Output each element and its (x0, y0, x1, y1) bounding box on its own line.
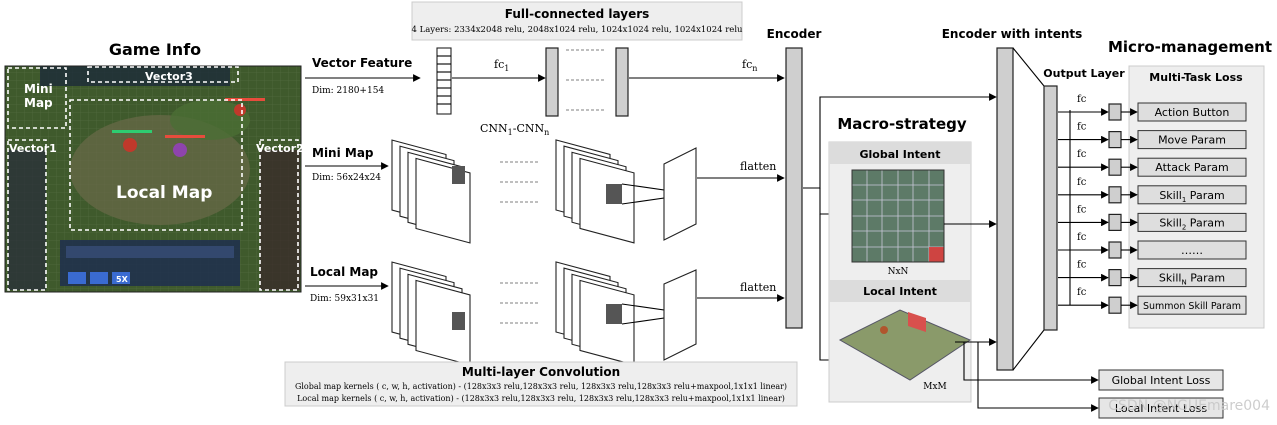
conv-panel: Multi-layer Convolution Global map kerne… (284, 361, 798, 407)
flatten-label-2: flatten (740, 281, 776, 294)
head-fc-label: fc (1077, 122, 1087, 133)
fc1-label: fc1 (494, 58, 509, 73)
encoder-block (785, 47, 803, 329)
mini-map-input-label: Mini Map (312, 146, 374, 160)
head-fc-label: fc (1077, 260, 1087, 271)
head-fc-label: fc (1077, 232, 1087, 243)
head-label: Attack Param (1155, 161, 1228, 174)
mini-map-label-line2: Map (24, 96, 53, 110)
head-box (1137, 102, 1247, 122)
local-map-input-label: Local Map (310, 265, 378, 279)
fc1-block (545, 47, 559, 117)
head-fc-block (1108, 213, 1122, 231)
head-fc-label: fc (1077, 287, 1087, 298)
local-intent-label: Local Intent (863, 285, 937, 298)
macro-strategy-group: Macro-strategy Global Intent NxN Local I… (828, 115, 1099, 412)
game-info-title: Game Info (109, 40, 201, 59)
fc-layers-group: Full-connected layers 4 Layers: 2334x204… (411, 1, 785, 117)
vector-feature-label: Vector Feature (312, 56, 412, 70)
multi-task-loss-title: Multi-Task Loss (1149, 71, 1243, 84)
local-intent-loss-box (1098, 397, 1224, 419)
head-fc-label: fc (1077, 94, 1087, 105)
head-fc-label: fc (1077, 177, 1087, 188)
fcn-block (615, 47, 629, 117)
flatten-label-1: flatten (740, 160, 776, 173)
encoder-intents-label: Encoder with intents (942, 27, 1083, 41)
head-box (1137, 157, 1247, 177)
head-label: SkillN Param (1159, 272, 1225, 287)
head-label: Summon Skill Param (1143, 301, 1241, 312)
output-layer-label: Output Layer (1043, 67, 1125, 80)
head-box (1137, 268, 1247, 288)
encoder-intents-group: Encoder with intents Output Layer (942, 27, 1125, 371)
head-box (1137, 240, 1247, 260)
local-intent-loss-label: Local Intent Loss (1115, 402, 1207, 415)
head-label: …… (1181, 244, 1203, 257)
fcn-label: fcn (742, 58, 757, 73)
fc-title: Full-connected layers (505, 7, 650, 21)
mxm-label: MxM (923, 382, 947, 392)
local-map-label: Local Map (116, 183, 212, 203)
global-intent-label: Global Intent (860, 148, 941, 161)
cnn-label: CNN1-CNNn (480, 122, 549, 137)
head-fc-label: fc (1077, 204, 1087, 215)
nxn-label: NxN (888, 267, 909, 277)
head-fc-block (1108, 158, 1122, 176)
vector1-label: Vector1 (9, 142, 57, 155)
game-info-panel: Game Info 5X Mini Map Vec (4, 40, 304, 293)
conv-local-line: Local map kernels ( c, w, h, activation)… (297, 394, 785, 403)
vector-input-cells (436, 47, 452, 115)
micro-title: Micro-management (1108, 38, 1272, 56)
loss-group: Global Intent Loss Local Intent Loss (1098, 369, 1224, 419)
encoder-intents-block (996, 47, 1014, 371)
conv-global-line: Global map kernels ( c, w, h, activation… (295, 382, 787, 391)
fc-panel (411, 1, 743, 41)
vector-feature-dim: Dim: 2180+154 (312, 86, 384, 96)
cnn-minimap-group: CNN1-CNNn flatten (391, 122, 785, 244)
cnn-localmap-group: flatten (391, 261, 785, 366)
mini-map-label: Mini Map (24, 82, 57, 110)
head-fc-block (1108, 241, 1122, 259)
head-box (1137, 212, 1247, 232)
head-fc-label: fc (1077, 149, 1087, 160)
head-box (1137, 185, 1247, 205)
head-fc-block (1108, 131, 1122, 149)
head-label: Move Param (1158, 134, 1226, 147)
vector2-label: Vector2 (256, 142, 304, 155)
conv-title: Multi-layer Convolution (462, 365, 620, 379)
head-box (1137, 130, 1247, 150)
head-box (1137, 295, 1247, 315)
macro-title: Macro-strategy (837, 115, 967, 133)
vector3-label: Vector3 (145, 70, 193, 83)
hud-speed-button: 5X (116, 275, 129, 284)
local-intent-map (838, 309, 972, 381)
head-fc-block (1108, 296, 1122, 314)
head-fc-block (1108, 103, 1122, 121)
encoder-group: Encoder (767, 27, 997, 361)
inputs-group: Vector Feature Dim: 2180+154 Mini Map Di… (305, 56, 421, 304)
global-intent-loss-box (1098, 369, 1224, 391)
head-fc-block (1108, 186, 1122, 204)
head-label: Skill2 Param (1159, 216, 1224, 231)
mini-map-label-line1: Mini (24, 82, 53, 96)
output-layer-block (1043, 85, 1058, 331)
head-fc-block (1108, 269, 1122, 287)
fc-subtitle: 4 Layers: 2334x2048 relu, 2048x1024 relu… (411, 25, 743, 35)
encoder-label: Encoder (767, 27, 822, 41)
micro-group: Micro-management Multi-Task Loss fcActio… (1058, 38, 1272, 329)
head-label: Action Button (1155, 106, 1230, 119)
head-label: Skill1 Param (1159, 189, 1224, 204)
watermark: CSDN @NGUEmare004 (1108, 398, 1270, 414)
local-map-input-dim: Dim: 59x31x31 (310, 294, 379, 304)
mini-map-input-dim: Dim: 56x24x24 (312, 173, 381, 183)
global-intent-loss-label: Global Intent Loss (1112, 374, 1211, 387)
